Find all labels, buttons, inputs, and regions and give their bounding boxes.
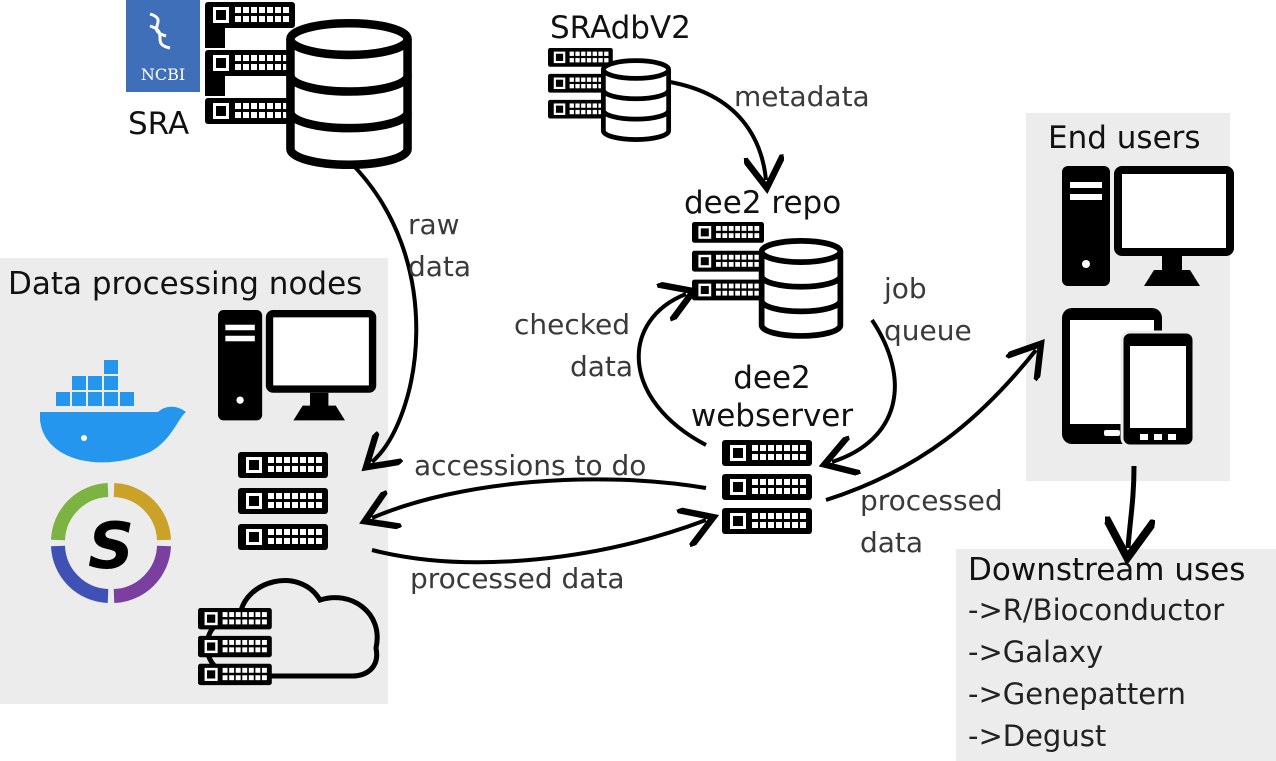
edge-metadata [669, 80, 766, 180]
ncbi-logo: NCBI [126, 0, 200, 92]
metadata-label: metadata [734, 80, 870, 113]
edge-processed-data-right [825, 350, 1036, 502]
end-users-title: End users [1048, 120, 1201, 156]
ncbi-logo-text: NCBI [141, 65, 185, 84]
edge-processed-data-bottom [371, 520, 706, 565]
job-queue-label-line2: queue [884, 314, 972, 347]
raw-data-label-line1: raw [408, 208, 460, 241]
processed-data-bottom-label: processed data [410, 562, 625, 595]
downstream-item: ->Galaxy [968, 635, 1103, 669]
repo-label: dee2 repo [684, 185, 841, 221]
processing-server-icon [238, 452, 328, 550]
webserver-label-line1: dee2 [733, 360, 811, 396]
edge-checked-data [636, 294, 707, 447]
processed-data-right-label-line1: processed [860, 484, 1003, 517]
sra-label: SRA [128, 106, 189, 142]
accessions-label: accessions to do [414, 449, 646, 482]
sra-rack-icon [205, 2, 295, 124]
checked-data-label-line1: checked [514, 308, 630, 341]
job-queue-label-line1: job [883, 272, 927, 305]
edge-downstream [1128, 465, 1134, 548]
phone-icon [1120, 330, 1196, 448]
downstream-item: ->Degust [968, 719, 1106, 753]
edge-accessions-to-do [372, 477, 707, 518]
downstream-title: Downstream uses [968, 552, 1245, 588]
svg-text:S: S [88, 510, 134, 584]
checked-data-label-line2: data [570, 350, 633, 383]
webserver-label-line2: webserver [691, 398, 853, 434]
sra-database-icon [288, 23, 410, 168]
singularity-icon: S [51, 483, 171, 603]
downstream-item: ->Genepattern [968, 677, 1186, 711]
downstream-panel [956, 549, 1276, 761]
repo-rack-icon [692, 222, 764, 301]
raw-data-label-line2: data [408, 250, 471, 283]
repo-database-icon [760, 241, 842, 339]
docker-icon [40, 360, 186, 463]
cloud-server-icon [198, 578, 380, 686]
edge-raw-data [346, 158, 419, 462]
processing-title: Data processing nodes [8, 266, 362, 302]
sradb-database-icon [602, 61, 670, 142]
downstream-item: ->R/Bioconductor [968, 593, 1224, 627]
sradb-label: SRAdbV2 [550, 10, 691, 46]
edge-job-queue [832, 318, 897, 462]
processed-data-right-label-line2: data [860, 526, 923, 559]
webserver-rack-icon [722, 440, 812, 534]
